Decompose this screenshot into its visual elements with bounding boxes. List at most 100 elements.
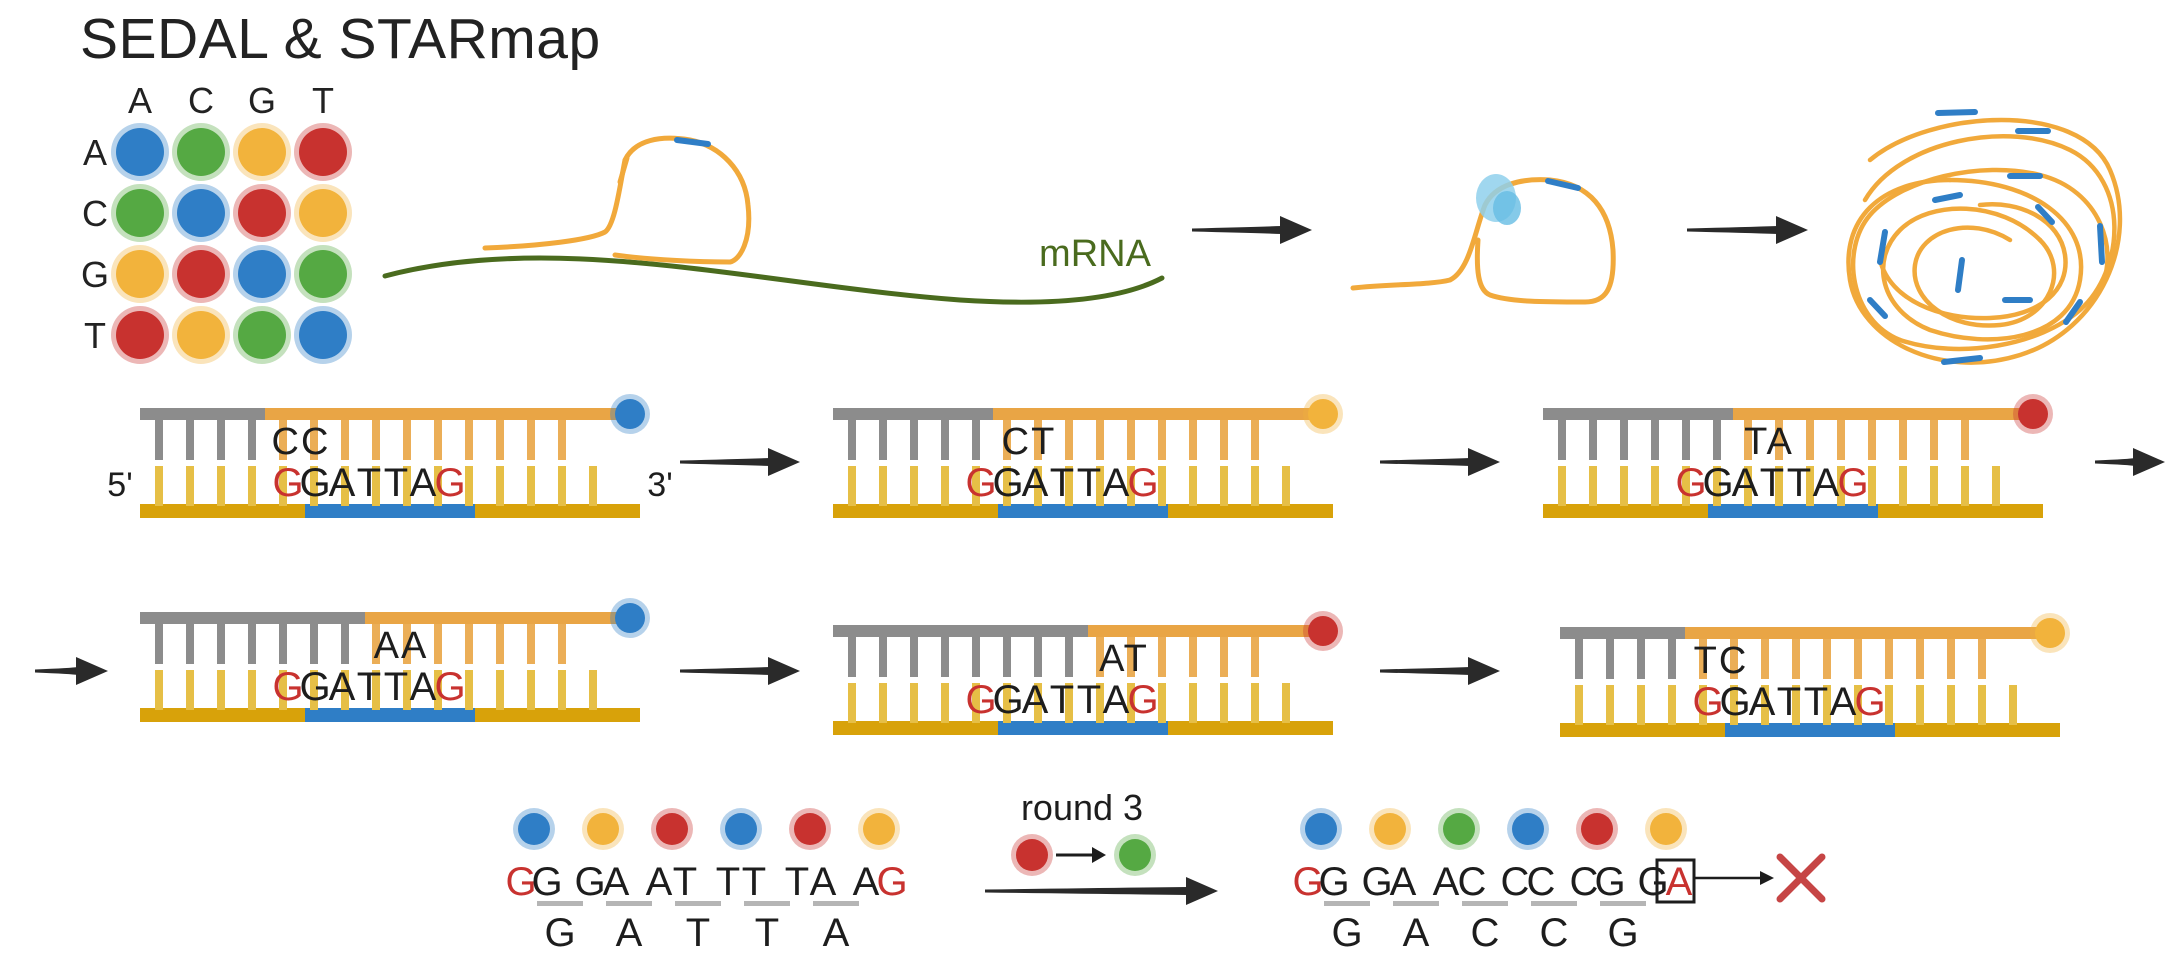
probe-tooth [1220, 420, 1228, 460]
probe-tooth [248, 624, 256, 664]
probe-tooth [1837, 420, 1845, 460]
matrix-col-header: C [188, 80, 214, 121]
template-tooth [1682, 466, 1690, 506]
template-tooth [972, 466, 980, 506]
template-base: T [1050, 678, 1074, 722]
template-tooth [1775, 466, 1783, 506]
decoded-base: G [1607, 911, 1638, 955]
template-base: T [1760, 461, 1784, 505]
probe-tooth [1978, 639, 1986, 679]
ligation-step-5 [833, 625, 1333, 735]
probe-tooth [496, 624, 504, 664]
matrix-col-header: T [312, 80, 334, 121]
decode-base: A [853, 860, 880, 904]
decode-dot-core [1650, 813, 1682, 845]
round-label: round 3 [1021, 787, 1143, 828]
matrix-dot [233, 123, 291, 181]
template-base: T [1050, 461, 1074, 505]
pair-underline [1531, 901, 1577, 906]
template-base: G [965, 678, 996, 722]
probe-tooth [972, 420, 980, 460]
template-tooth [910, 683, 918, 723]
probe-tooth [496, 420, 504, 460]
template-base: T [1777, 680, 1801, 724]
template-base: A [1022, 678, 1049, 722]
decode-dot-core [863, 813, 895, 845]
template-base: G [965, 461, 996, 505]
probe-tooth [1220, 637, 1228, 677]
step-arrow-2-shaft [1687, 226, 1778, 234]
probe-tooth [155, 420, 163, 460]
template-tooth [1034, 466, 1042, 506]
amplicon-loop [1877, 202, 2068, 321]
probe-tooth [372, 420, 380, 460]
matrix-dot [172, 306, 230, 364]
decode-dot-core [1512, 813, 1544, 845]
template-tooth [1668, 685, 1676, 725]
template-tooth [1713, 466, 1721, 506]
probe-tooth [155, 624, 163, 664]
ligation-step-4 [140, 612, 640, 722]
decode-dot [1576, 808, 1618, 850]
decode-base: C [1570, 860, 1599, 904]
fluorophore-dot [1303, 394, 1343, 434]
fluorophore-dot [1303, 611, 1343, 651]
matrix-dot [233, 245, 291, 303]
probe-tooth [1189, 420, 1197, 460]
swap-to-dot [1114, 834, 1156, 876]
probe-tooth [910, 420, 918, 460]
template-tooth [155, 466, 163, 506]
template-tooth [558, 670, 566, 710]
decode-dot [651, 808, 693, 850]
template-base: A [1749, 680, 1776, 724]
decode-base: T [673, 860, 697, 904]
step-arrow-2-head [1776, 216, 1808, 244]
decode-arrow [985, 877, 1218, 905]
template-base: T [1787, 461, 1811, 505]
decode-dot-core [1305, 813, 1337, 845]
probe-tooth [1744, 420, 1752, 460]
amplicon-barcode [1867, 297, 1888, 319]
decode-base: T [716, 860, 740, 904]
primer-strand [1560, 627, 1685, 639]
template-base: T [1804, 680, 1828, 724]
template-tooth [279, 466, 287, 506]
matrix-dot [172, 184, 230, 242]
template-tooth [1282, 683, 1290, 723]
template-tooth [1930, 466, 1938, 506]
matrix-row-header: T [84, 315, 106, 356]
probe-tooth [910, 637, 918, 677]
decode-dot [582, 808, 624, 850]
matrix-dot [233, 184, 291, 242]
probe-tooth [1651, 420, 1659, 460]
ligation-arrow-3-shaft [2095, 458, 2135, 466]
amplicon-barcode [1955, 257, 1965, 293]
decoded-base: A [823, 911, 850, 955]
matrix-dot [294, 123, 352, 181]
decode-dot-core [1374, 813, 1406, 845]
ligation-arrow-6 [1380, 657, 1500, 685]
template-tooth [2009, 685, 2017, 725]
template-tooth [1992, 466, 2000, 506]
template-tooth [1158, 466, 1166, 506]
template-tooth [1978, 685, 1986, 725]
probe-tooth [1003, 637, 1011, 677]
probe-tooth [279, 420, 287, 460]
circular-probe [1350, 177, 1616, 305]
probe-tooth [1127, 637, 1135, 677]
probe-tooth [341, 420, 349, 460]
template-tooth [372, 670, 380, 710]
ligation-arrow-6-shaft [1380, 667, 1470, 675]
decode-base: A [1433, 860, 1460, 904]
probe-tooth [1899, 420, 1907, 460]
ligation-step-3 [1543, 408, 2043, 518]
ligation-arrow-4-shaft [35, 667, 78, 675]
template-tooth [465, 670, 473, 710]
ligation-step-6 [1560, 627, 2060, 737]
template-tooth [1620, 466, 1628, 506]
template-base: A [1830, 680, 1857, 724]
decode-dot-core [1581, 813, 1613, 845]
matrix-dot-core [116, 128, 164, 176]
probe-tooth [1251, 637, 1259, 677]
ligation-arrow-2 [1380, 448, 1500, 476]
